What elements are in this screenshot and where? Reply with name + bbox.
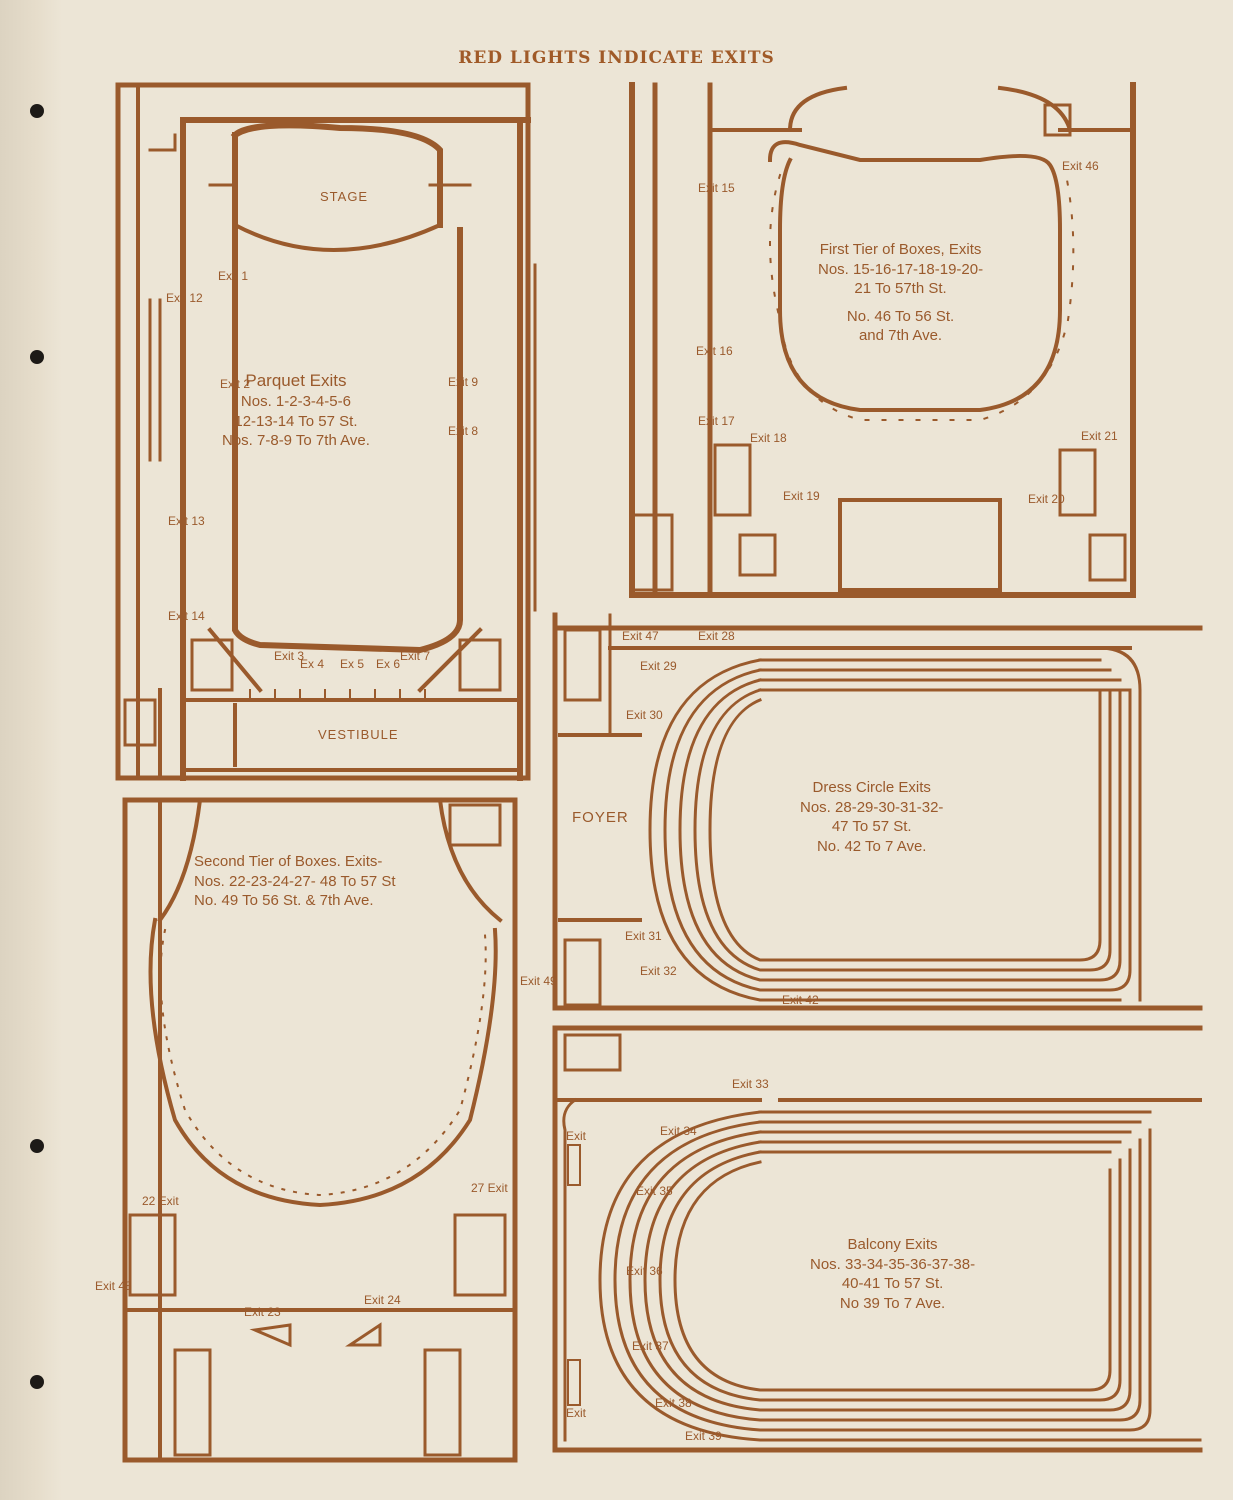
exit-label: Exit 33 <box>732 1077 769 1091</box>
binding-hole <box>30 350 44 364</box>
exit-label: Exit 42 <box>782 993 819 1007</box>
balcony-caption: Balcony Exits Nos. 33-34-35-36-37-38- 40… <box>810 1235 975 1313</box>
exit-label: Exit 2 <box>220 377 251 391</box>
exit-label: Exit 23 <box>244 1305 281 1319</box>
exit-label: Exit 48 <box>95 1279 132 1293</box>
exit-label: Exit 12 <box>166 291 203 305</box>
parquet-title: Parquet Exits <box>245 371 347 390</box>
exit-label: Exit 28 <box>698 629 735 643</box>
first-tier-caption: First Tier of Boxes, Exits Nos. 15-16-17… <box>818 240 983 346</box>
first-tier-line-4: and 7th Ave. <box>858 327 943 344</box>
exit-label: Exit 30 <box>626 708 663 722</box>
binding-edge <box>0 0 62 1500</box>
exit-label: Exit 34 <box>660 1124 697 1138</box>
first-tier-line-1: Nos. 15-16-17-18-19-20- <box>818 260 984 278</box>
exit-label: Exit 19 <box>783 489 820 503</box>
exit-label: Exit 14 <box>168 609 205 623</box>
dress-circle-caption: Dress Circle Exits Nos. 28-29-30-31-32- … <box>800 778 943 856</box>
binding-hole <box>30 104 44 118</box>
balcony-plan <box>552 1025 1203 1453</box>
exit-label: Exit 32 <box>640 964 677 978</box>
exit-label: Ex 6 <box>376 657 401 671</box>
parquet-line-1: Nos. 1-2-3-4-5-6 <box>240 393 351 411</box>
second-tier-line-2: No. 49 To 56 St. & 7th Ave. <box>194 892 374 909</box>
exit-label: Exit 49 <box>520 974 557 988</box>
first-tier-line-3: No. 46 To 56 St. <box>846 307 955 325</box>
stage-label: STAGE <box>320 189 369 204</box>
exit-label: Exit 20 <box>1028 492 1065 506</box>
binding-hole <box>30 1375 44 1389</box>
exit-label: Ex 5 <box>340 657 365 671</box>
exit-label: Exit 1 <box>218 269 249 283</box>
dress-circle-line-1: Nos. 28-29-30-31-32- <box>800 798 944 816</box>
exit-label: Exit 36 <box>626 1264 663 1278</box>
first-tier-line-2: 21 To 57th St. <box>854 280 947 297</box>
exit-label: Exit 21 <box>1081 429 1118 443</box>
exit-label: Exit 8 <box>448 424 479 438</box>
exit-label: 27 Exit <box>471 1181 508 1195</box>
page-header: RED LIGHTS INDICATE EXITS <box>458 48 775 68</box>
dress-circle-line-2: 47 To 57 St. <box>831 818 912 835</box>
exit-label: Exit 35 <box>636 1184 673 1198</box>
exit-label: Exit 18 <box>750 431 787 445</box>
balcony-line-1: Nos. 33-34-35-36-37-38- <box>810 1255 976 1273</box>
exit-label: Exit 3 <box>274 649 305 663</box>
balcony-line-3: No 39 To 7 Ave. <box>839 1294 946 1312</box>
parquet-line-3: Nos. 7-8-9 To 7th Ave. <box>222 432 370 450</box>
exit-label: Exit 46 <box>1062 159 1099 173</box>
exit-label: Exit 24 <box>364 1293 401 1307</box>
second-tier-plan <box>122 797 518 1463</box>
exit-label: Exit 37 <box>632 1339 669 1353</box>
exit-label: Exit 15 <box>698 181 735 195</box>
dress-circle-title: Dress Circle Exits <box>812 779 931 796</box>
exit-label: 22 Exit <box>142 1194 179 1208</box>
exit-label: Exit 16 <box>696 344 733 358</box>
second-tier-line-1: Nos. 22-23-24-27- 48 To 57 St <box>194 872 396 890</box>
parquet-exits-title: Parquet Exits Nos. 1-2-3-4-5-6 12-13-14 … <box>222 370 370 451</box>
exit-label: Exit <box>566 1129 587 1143</box>
exit-label: Exit 31 <box>625 929 662 943</box>
vestibule-label: VESTIBULE <box>318 727 399 742</box>
second-tier-caption: Second Tier of Boxes. Exits- Nos. 22-23-… <box>194 852 396 911</box>
balcony-title: Balcony Exits <box>847 1236 938 1253</box>
parquet-line-2: 12-13-14 To 57 St. <box>234 412 358 430</box>
second-tier-title: Second Tier of Boxes. Exits- <box>194 853 383 870</box>
binding-hole <box>30 1139 44 1153</box>
dress-circle-plan <box>552 612 1203 1011</box>
exit-label: Exit 47 <box>622 629 659 643</box>
exit-label: Exit 13 <box>168 514 205 528</box>
exit-label: Exit 29 <box>640 659 677 673</box>
exit-label: Exit 9 <box>448 375 479 389</box>
exit-label: Ex 4 <box>300 657 325 671</box>
dress-circle-line-3: No. 42 To 7 Ave. <box>816 837 927 855</box>
first-tier-title: First Tier of Boxes, Exits <box>819 241 982 258</box>
exit-label: Exit 39 <box>685 1429 722 1443</box>
exit-label: Exit 7 <box>400 649 431 663</box>
exit-label: Exit 17 <box>698 414 735 428</box>
first-tier-plan <box>629 82 1136 598</box>
foyer-label: FOYER <box>572 809 629 826</box>
parquet-plan <box>115 82 537 781</box>
balcony-line-2: 40-41 To 57 St. <box>841 1275 944 1292</box>
exit-label: Exit 38 <box>655 1396 692 1410</box>
exit-label: Exit <box>566 1406 587 1420</box>
